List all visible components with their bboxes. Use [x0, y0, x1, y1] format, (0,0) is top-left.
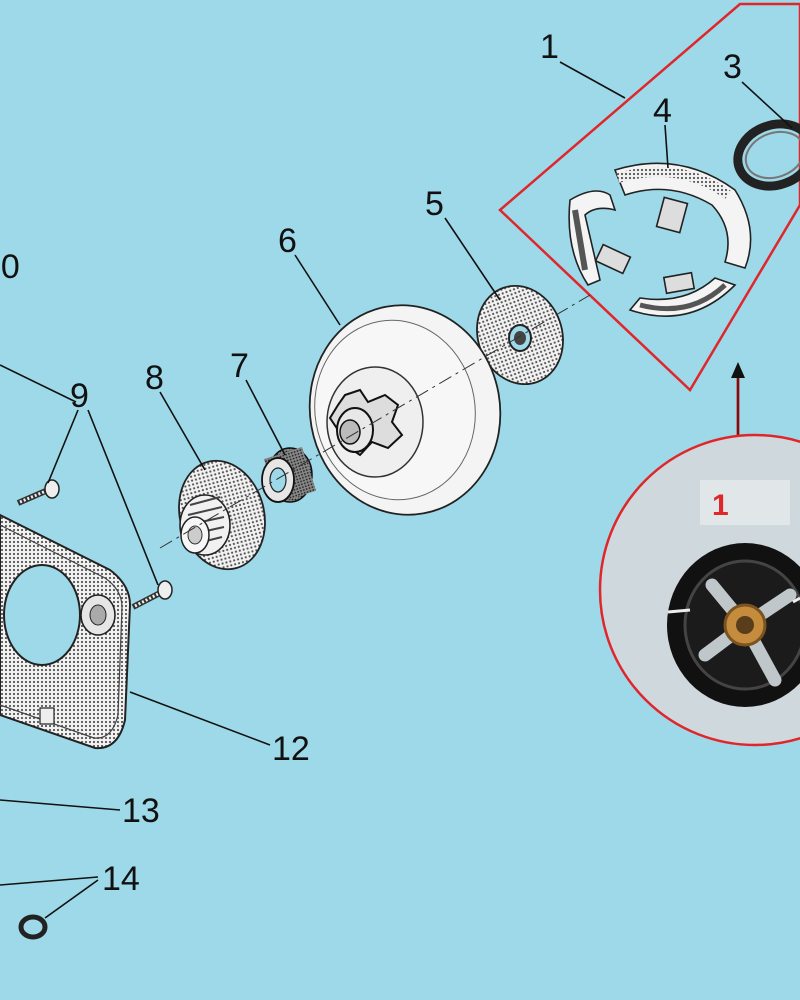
needle-bearing-icon	[261, 446, 317, 504]
callout-7: 7	[230, 347, 249, 385]
callout-9: 9	[70, 377, 89, 415]
callout-12: 12	[272, 730, 310, 768]
callout-8: 8	[145, 359, 164, 397]
clutch-shoe-icon	[568, 162, 752, 317]
center-axis	[159, 294, 591, 549]
inset-label: 1	[712, 489, 729, 522]
callout-6: 6	[278, 222, 297, 260]
callout-14: 14	[102, 860, 140, 898]
clutch-spring-ring-icon	[733, 119, 800, 191]
callout-10: 10	[0, 248, 20, 286]
callout-13: 13	[122, 792, 160, 830]
clutch-assembly-box	[498, 2, 800, 392]
callout-5: 5	[425, 185, 444, 223]
up-arrow-icon	[731, 362, 745, 445]
worm-gear-icon	[178, 459, 266, 571]
lock-washer-icon	[18, 914, 48, 940]
screw-icon	[16, 479, 60, 506]
callout-numbers: 1 3 4 5 6 7 8 9 10 12 13 14	[0, 28, 742, 898]
callout-4: 4	[653, 92, 672, 130]
oil-pump-cover-plate-icon	[0, 513, 132, 750]
screw-icon	[131, 580, 173, 610]
leader-lines	[0, 61, 793, 919]
clutch-photo-inset	[598, 433, 800, 747]
callout-1: 1	[540, 28, 559, 66]
callout-3: 3	[723, 48, 742, 86]
